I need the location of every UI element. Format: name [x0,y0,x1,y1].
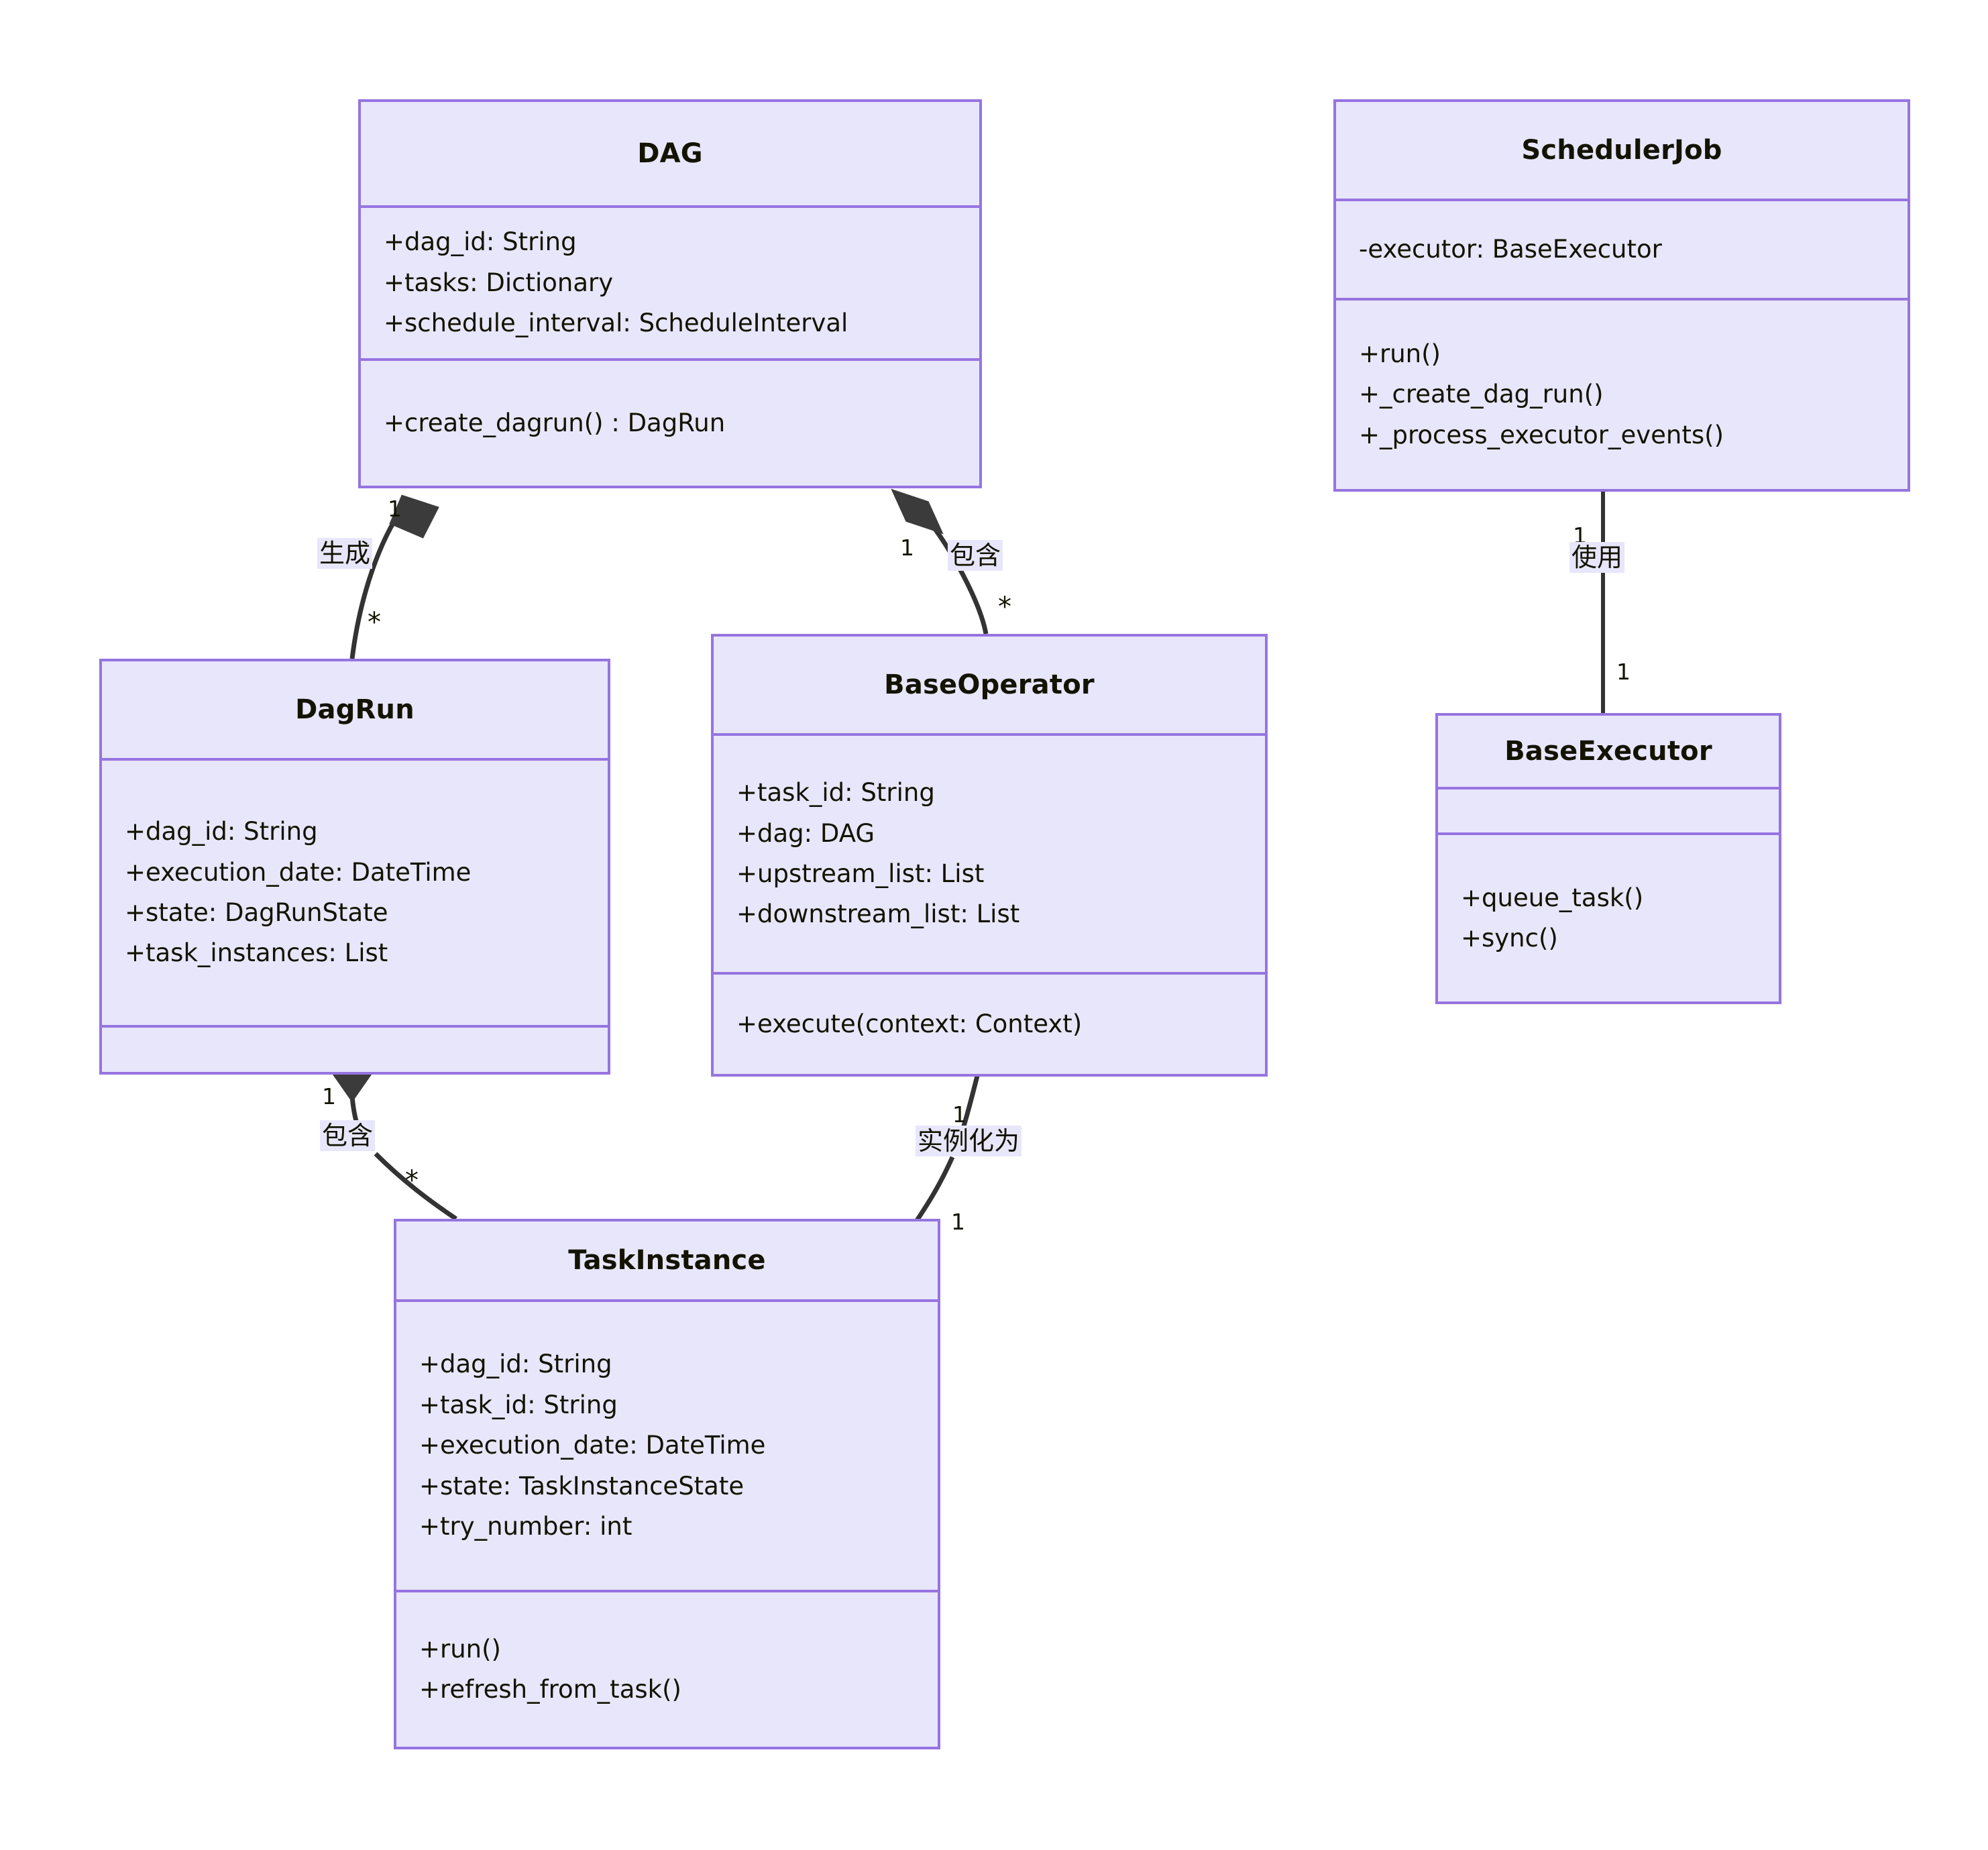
class-member: +task_id: String [419,1390,618,1419]
multiplicity-baseoperator-taskinstance-source: 1 [952,1101,967,1128]
class-methods-schedulerjob: +run() +_create_dag_run() +_process_exec… [1336,301,1908,489]
class-methods-dag: +create_dagrun() : DagRun [361,361,979,486]
multiplicity-schedulerjob-baseexecutor-target: 1 [1616,659,1631,685]
class-box-baseoperator[interactable]: BaseOperator +task_id: String +dag: DAG … [711,634,1268,1077]
edge-label-baseoperator-taskinstance: 实例化为 [916,1126,1022,1156]
class-name-baseoperator: BaseOperator [884,669,1095,700]
class-member: +create_dagrun() : DagRun [384,408,726,437]
multiplicity-dag-baseoperator-target: * [998,592,1011,622]
multiplicity-dagrun-taskinstance-source: 1 [322,1083,336,1109]
class-member: +run() [1359,339,1441,368]
class-member: -executor: BaseExecutor [1359,234,1662,264]
class-methods-taskinstance: +run() +refresh_from_task() [396,1592,938,1747]
class-box-dagrun[interactable]: DagRun +dag_id: String +execution_date: … [99,659,610,1075]
class-box-taskinstance[interactable]: TaskInstance +dag_id: String +task_id: S… [394,1219,940,1749]
class-attributes-baseexecutor [1438,790,1779,835]
class-methods-baseoperator: +execute(context: Context) [714,975,1265,1074]
class-member: +task_id: String [736,778,935,808]
class-box-baseexecutor[interactable]: BaseExecutor +queue_task() +sync() [1435,713,1781,1004]
class-methods-dagrun [102,1028,608,1072]
edge-label-dag-baseoperator: 包含 [948,540,1003,571]
class-name-dag: DAG [637,138,703,169]
class-member: +dag_id: String [419,1350,612,1379]
class-attributes-dagrun: +dag_id: String +execution_date: DateTim… [102,761,608,1028]
class-member: +dag: DAG [736,818,875,848]
class-box-schedulerjob[interactable]: SchedulerJob -executor: BaseExecutor +ru… [1333,99,1910,492]
class-member: +dag_id: String [125,817,318,847]
class-member: +upstream_list: List [736,859,985,888]
class-title-row-baseexecutor: BaseExecutor [1438,716,1779,790]
class-member: +schedule_interval: ScheduleInterval [384,309,848,338]
edge-label-dagrun-taskinstance: 包含 [320,1120,376,1151]
class-box-dag[interactable]: DAG +dag_id: String +tasks: Dictionary +… [358,99,982,488]
class-name-dagrun: DagRun [295,694,415,725]
class-member: +_create_dag_run() [1359,380,1604,409]
class-title-row-baseoperator: BaseOperator [714,637,1265,736]
class-member: +tasks: Dictionary [384,268,614,297]
class-methods-baseexecutor: +queue_task() +sync() [1438,835,1779,1001]
multiplicity-schedulerjob-baseexecutor-source: 1 [1573,523,1587,549]
class-title-row-dag: DAG [361,102,979,208]
class-member: +queue_task() [1461,883,1644,912]
class-member: +sync() [1461,924,1558,953]
class-member: +run() [419,1634,501,1664]
multiplicity-dag-dagrun-source: 1 [388,496,402,522]
multiplicity-dagrun-taskinstance-target: * [405,1165,419,1196]
class-member: +execution_date: DateTime [419,1431,766,1460]
class-title-row-dagrun: DagRun [102,661,608,761]
class-member: +try_number: int [419,1512,632,1541]
class-name-schedulerjob: SchedulerJob [1521,135,1722,166]
class-member: +task_instances: List [125,938,388,968]
class-attributes-dag: +dag_id: String +tasks: Dictionary +sche… [361,208,979,361]
class-member: +execution_date: DateTime [125,857,472,887]
class-name-baseexecutor: BaseExecutor [1504,736,1712,767]
class-member: +_process_executor_events() [1359,420,1724,449]
edge-label-dag-dagrun: 生成 [317,538,373,569]
class-name-taskinstance: TaskInstance [568,1245,766,1276]
class-attributes-schedulerjob: -executor: BaseExecutor [1336,201,1908,301]
multiplicity-baseoperator-taskinstance-target: 1 [951,1209,965,1235]
class-title-row-taskinstance: TaskInstance [396,1221,938,1302]
class-attributes-taskinstance: +dag_id: String +task_id: String +execut… [396,1302,938,1592]
class-member: +dag_id: String [384,227,577,257]
edge-label-schedulerjob-baseexecutor: 使用 [1569,542,1625,573]
multiplicity-dag-baseoperator-source: 1 [900,535,914,561]
multiplicity-dag-dagrun-target: * [368,607,381,638]
class-attributes-baseoperator: +task_id: String +dag: DAG +upstream_lis… [714,736,1265,975]
class-title-row-schedulerjob: SchedulerJob [1336,102,1908,201]
class-member: +state: DagRunState [125,898,388,927]
class-member: +execute(context: Context) [736,1009,1083,1038]
class-member: +downstream_list: List [736,900,1020,929]
class-member: +state: TaskInstanceState [419,1471,744,1501]
class-member: +refresh_from_task() [419,1675,681,1704]
